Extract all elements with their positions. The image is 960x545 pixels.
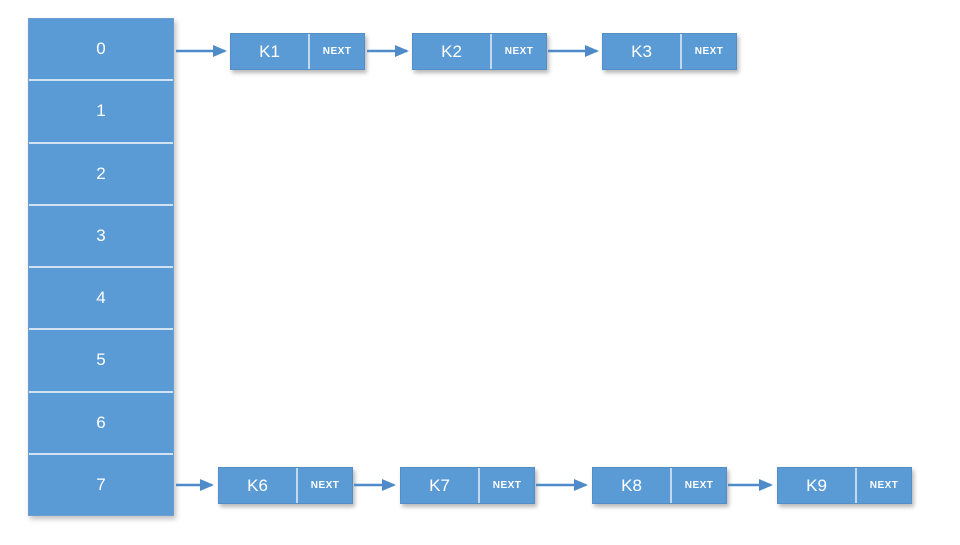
bucket-label: 2 (96, 163, 106, 183)
node-next-pointer-cell: NEXT (680, 34, 736, 69)
node-key-cell: K8 (621, 475, 642, 495)
bucket-label: 7 (96, 474, 106, 494)
bucket-label: 6 (96, 412, 106, 432)
node-k2: K2 NEXT (412, 33, 547, 70)
node-next-pointer-cell: NEXT (308, 34, 364, 69)
bucket-cell-0: 0 (29, 19, 173, 80)
node-next-pointer-cell: NEXT (478, 468, 534, 503)
bucket-label: 0 (96, 39, 106, 59)
node-key-cell: K9 (806, 475, 827, 495)
bucket-label: 3 (96, 225, 106, 245)
node-k7: K7 NEXT (400, 467, 535, 504)
node-k6: K6 NEXT (218, 467, 353, 504)
node-k8: K8 NEXT (592, 467, 727, 504)
node-key-cell: K7 (429, 475, 450, 495)
bucket-label: 4 (96, 288, 106, 308)
node-next-pointer-cell: NEXT (296, 468, 352, 503)
bucket-cell-5: 5 (29, 328, 173, 391)
node-k3: K3 NEXT (602, 33, 737, 70)
node-next-pointer-cell: NEXT (490, 34, 546, 69)
bucket-cell-7: 7 (29, 452, 173, 515)
bucket-cell-3: 3 (29, 203, 173, 266)
bucket-label: 5 (96, 350, 106, 370)
node-k9: K9 NEXT (777, 467, 912, 504)
bucket-cell-2: 2 (29, 141, 173, 204)
node-key-cell: K2 (441, 41, 462, 61)
node-next-pointer-cell: NEXT (855, 468, 911, 503)
bucket-label: 1 (96, 101, 106, 121)
bucket-cell-1: 1 (29, 79, 173, 142)
node-key-cell: K6 (247, 475, 268, 495)
node-next-pointer-cell: NEXT (670, 468, 726, 503)
node-key-cell: K3 (631, 41, 652, 61)
node-key-cell: K1 (259, 41, 280, 61)
node-k1: K1 NEXT (230, 33, 365, 70)
bucket-cell-6: 6 (29, 390, 173, 453)
hash-bucket-array: 0 1 2 3 4 5 6 7 (28, 18, 174, 516)
bucket-cell-4: 4 (29, 266, 173, 329)
